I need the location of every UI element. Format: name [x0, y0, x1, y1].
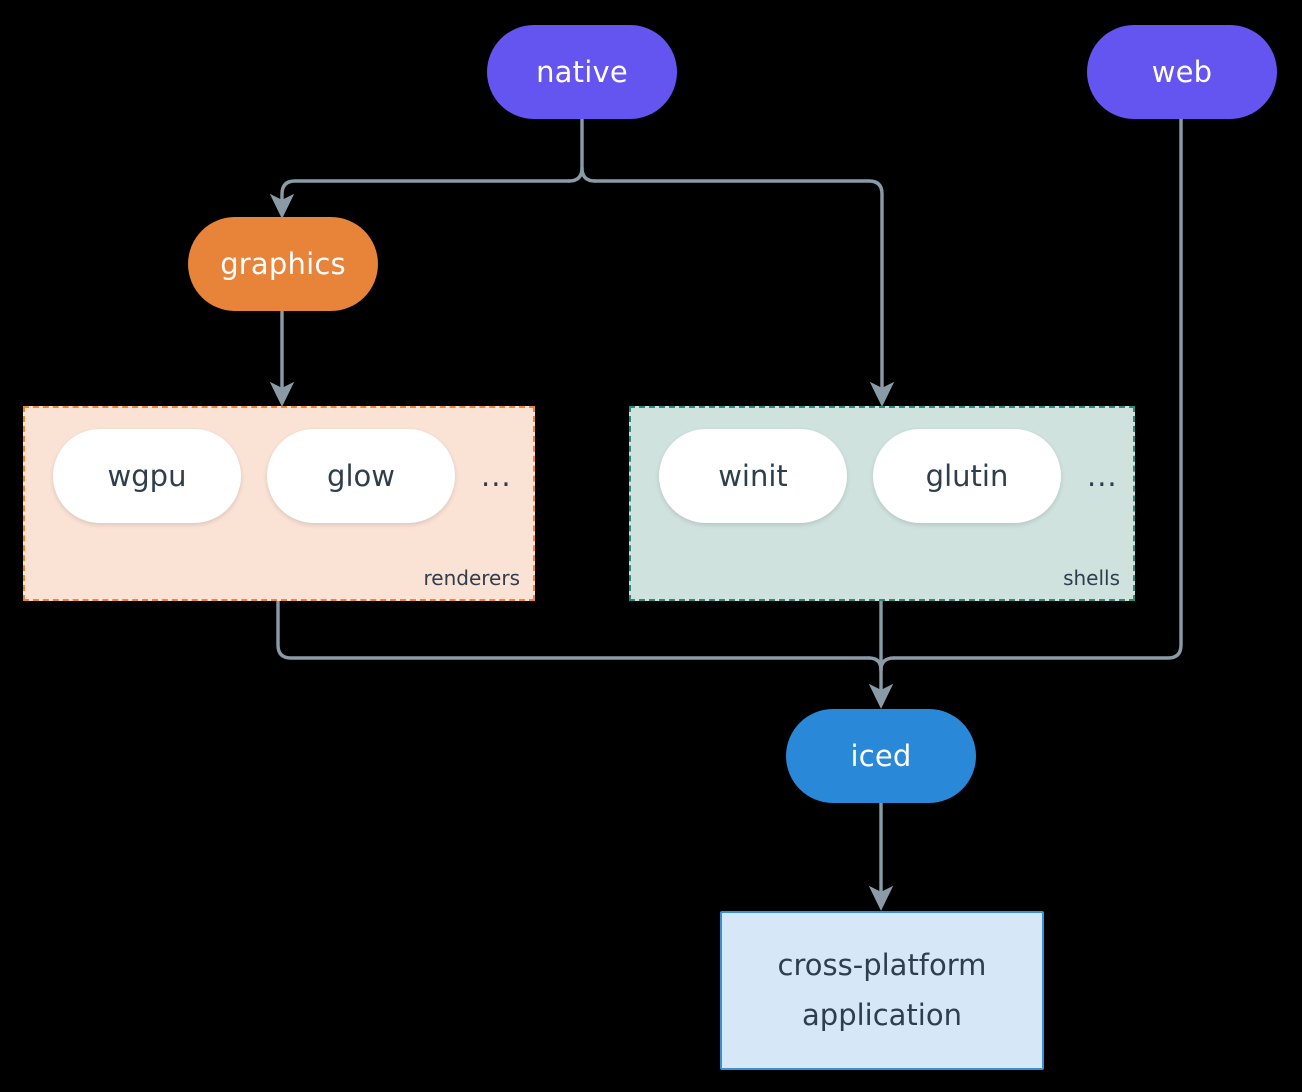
- node-web[interactable]: web: [1087, 25, 1277, 119]
- edge-merge-left: [867, 656, 883, 672]
- edge-native-trunk: [580, 117, 597, 183]
- group-shells[interactable]: winit glutin ... shells: [629, 406, 1135, 601]
- edge-native-to-graphics: [269, 179, 571, 219]
- node-application[interactable]: cross-platform application: [720, 911, 1044, 1070]
- group-shells-label: shells: [1063, 566, 1120, 590]
- chip-wgpu[interactable]: wgpu: [53, 429, 241, 523]
- group-shells-items: winit glutin ...: [631, 408, 1118, 523]
- group-renderers-items: wgpu glow ...: [25, 408, 512, 523]
- chip-winit[interactable]: winit: [659, 429, 847, 523]
- renderers-more-ellipsis: ...: [481, 459, 512, 493]
- node-iced[interactable]: iced: [786, 709, 976, 803]
- node-native[interactable]: native: [487, 25, 677, 119]
- node-graphics[interactable]: graphics: [188, 217, 378, 311]
- application-label-line2: application: [802, 997, 962, 1032]
- group-renderers[interactable]: wgpu glow ... renderers: [23, 406, 535, 601]
- application-label-line1: cross-platform: [777, 947, 987, 982]
- chip-glutin[interactable]: glutin: [873, 429, 1061, 523]
- chip-glow[interactable]: glow: [267, 429, 455, 523]
- edge-renderers-to-iced: [276, 599, 871, 660]
- edge-native-to-shells: [593, 179, 895, 407]
- edge-merge-right: [879, 656, 896, 672]
- edge-native-trunk-left: [567, 166, 584, 183]
- group-renderers-label: renderers: [423, 566, 521, 590]
- shells-more-ellipsis: ...: [1087, 459, 1118, 493]
